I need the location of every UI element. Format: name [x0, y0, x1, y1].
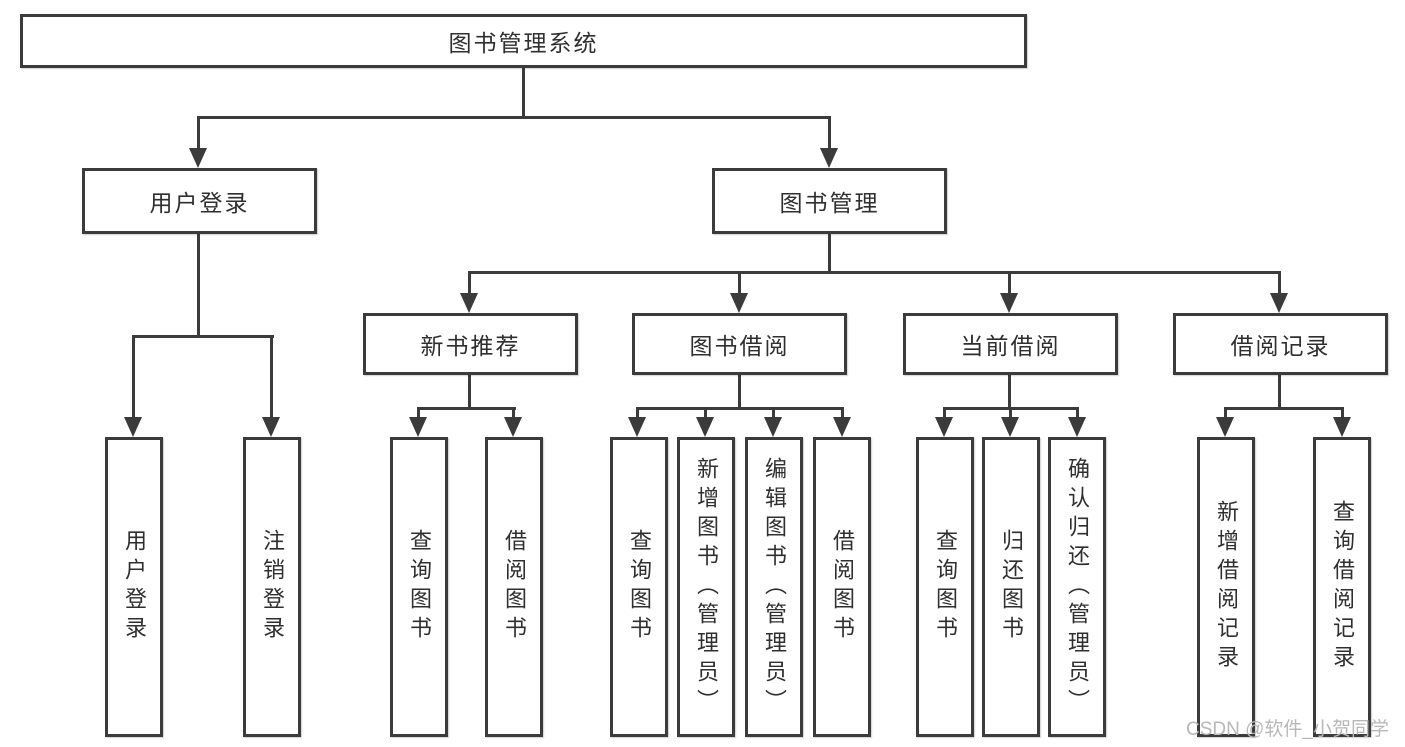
leaf-logout: 注销登录	[243, 437, 301, 737]
leaf-jl-query-record: 查询借阅记录	[1313, 437, 1371, 737]
arrow-to-jl-add	[1216, 417, 1234, 437]
connector-leaf-login-drop	[132, 335, 135, 419]
node-book-borrowing-label: 图书借阅	[689, 333, 790, 359]
arrow-to-book-mgmt	[820, 148, 838, 168]
connector-borrowing-drop	[738, 271, 741, 295]
connector-dq-leaf2-drop	[1009, 407, 1012, 419]
node-user-login-label: 用户登录	[149, 190, 250, 216]
leaf-jb-add-books-admin: 新增图书（管理员）	[677, 437, 735, 737]
node-library-system-label: 图书管理系统	[448, 30, 599, 56]
connector-new-books-bar	[417, 407, 516, 410]
node-borrowing-records-label: 借阅记录	[1230, 333, 1331, 359]
connector-jl-leaf2-drop	[1341, 407, 1344, 419]
leaf-jb-borrow-books: 借阅图书	[813, 437, 871, 737]
leaf-dq-return-books: 归还图书	[982, 437, 1040, 737]
connector-user-login-stem	[197, 234, 200, 336]
node-book-management: 图书管理	[712, 168, 947, 234]
connector-new-books-drop	[468, 271, 471, 295]
connector-records-drop	[1278, 271, 1281, 295]
connector-jb-leaf4-drop	[841, 407, 844, 419]
connector-jl-leaf1-drop	[1224, 407, 1227, 419]
arrow-to-leaf-login	[124, 417, 142, 437]
connector-records-stem	[1278, 375, 1281, 410]
arrow-to-records	[1270, 293, 1288, 313]
node-user-login: 用户登录	[82, 168, 317, 234]
node-library-system: 图书管理系统	[20, 14, 1027, 68]
arrow-to-jb-query	[628, 417, 646, 437]
arrow-to-user-login	[189, 148, 207, 168]
leaf-dq-confirm-return-admin-label: 确认归还（管理员）	[1065, 456, 1090, 718]
arrow-to-borrowing	[730, 293, 748, 313]
arrow-to-nb-borrow	[504, 417, 522, 437]
arrow-to-leaf-logout	[262, 417, 280, 437]
leaf-user-login: 用户登录	[105, 437, 163, 737]
connector-leaf-logout-drop	[270, 335, 273, 419]
arrow-to-dq-query	[935, 417, 953, 437]
leaf-dq-query-books: 查询图书	[916, 437, 974, 737]
leaf-jb-add-books-admin-label: 新增图书（管理员）	[694, 456, 719, 718]
leaf-nb-query-books: 查询图书	[390, 437, 448, 737]
connector-jb-leaf3-drop	[772, 407, 775, 419]
connector-dq-leaf1-drop	[943, 407, 946, 419]
connector-book-mgmt-drop	[828, 116, 831, 152]
leaf-nb-query-books-label: 查询图书	[407, 529, 432, 645]
leaf-nb-borrow-books-label: 借阅图书	[502, 529, 527, 645]
leaf-jb-query-books: 查询图书	[610, 437, 668, 737]
node-current-borrowing: 当前借阅	[903, 313, 1118, 375]
node-new-book-recommend-label: 新书推荐	[420, 333, 521, 359]
node-borrowing-records: 借阅记录	[1173, 313, 1388, 375]
arrow-to-current	[1000, 293, 1018, 313]
leaf-dq-confirm-return-admin: 确认归还（管理员）	[1048, 437, 1106, 737]
arrow-to-dq-return	[1001, 417, 1019, 437]
leaf-jl-query-record-label: 查询借阅记录	[1330, 500, 1355, 674]
leaf-user-login-label: 用户登录	[122, 529, 147, 645]
connector-level3-bar	[468, 271, 1281, 274]
arrow-to-jb-add	[696, 417, 714, 437]
connector-records-bar	[1224, 407, 1344, 410]
connector-new-books-stem	[468, 375, 471, 410]
csdn-watermark: CSDN @软件_小贺同学	[1186, 719, 1389, 740]
leaf-jb-edit-books-admin: 编辑图书（管理员）	[745, 437, 803, 737]
connector-jb-leaf1-drop	[636, 407, 639, 419]
connector-user-login-bar	[132, 335, 274, 338]
connector-user-login-drop	[197, 116, 200, 152]
connector-level2-bar	[197, 116, 831, 119]
leaf-nb-borrow-books: 借阅图书	[485, 437, 543, 737]
leaf-jb-query-books-label: 查询图书	[627, 529, 652, 645]
connector-borrowing-bar	[636, 407, 844, 410]
arrow-to-jl-query	[1333, 417, 1351, 437]
node-book-management-label: 图书管理	[779, 190, 880, 216]
connector-borrowing-stem	[738, 375, 741, 410]
connector-current-drop	[1008, 271, 1011, 295]
leaf-logout-label: 注销登录	[260, 529, 285, 645]
connector-root-stem	[522, 65, 525, 118]
arrow-to-dq-confirm	[1068, 417, 1086, 437]
arrow-to-new-books	[460, 293, 478, 313]
arrow-to-nb-query	[409, 417, 427, 437]
connector-nb-leaf1-drop	[417, 407, 420, 419]
leaf-jb-borrow-books-label: 借阅图书	[830, 529, 855, 645]
connector-book-mgmt-stem	[828, 234, 831, 274]
connector-current-stem	[1008, 375, 1011, 410]
leaf-jb-edit-books-admin-label: 编辑图书（管理员）	[762, 456, 787, 718]
node-current-borrowing-label: 当前借阅	[960, 333, 1061, 359]
connector-jb-leaf2-drop	[704, 407, 707, 419]
node-book-borrowing: 图书借阅	[632, 313, 847, 375]
connector-nb-leaf2-drop	[512, 407, 515, 419]
arrow-to-jb-borrow	[833, 417, 851, 437]
arrow-to-jb-edit	[764, 417, 782, 437]
leaf-dq-return-books-label: 归还图书	[999, 529, 1024, 645]
leaf-dq-query-books-label: 查询图书	[933, 529, 958, 645]
leaf-jl-add-record-label: 新增借阅记录	[1214, 500, 1239, 674]
leaf-jl-add-record: 新增借阅记录	[1197, 437, 1255, 737]
connector-dq-leaf3-drop	[1076, 407, 1079, 419]
node-new-book-recommend: 新书推荐	[363, 313, 578, 375]
